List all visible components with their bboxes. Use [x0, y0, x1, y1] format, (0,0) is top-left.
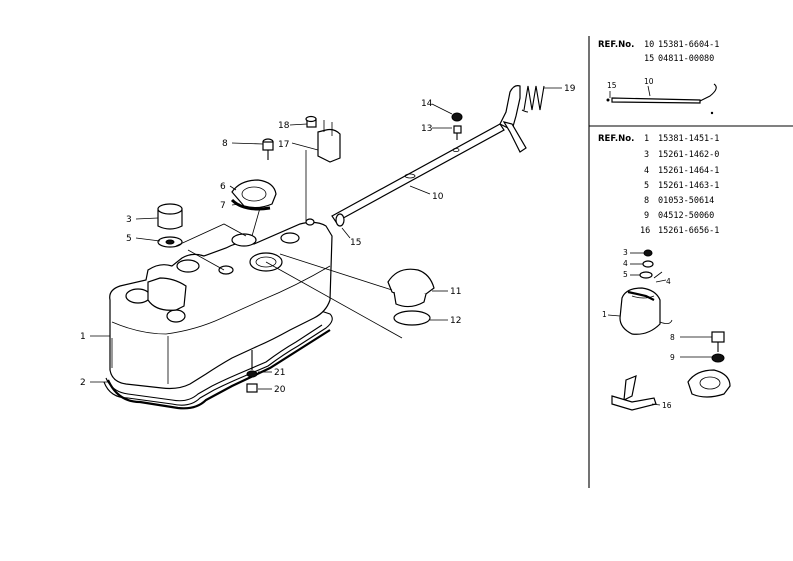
- callout-3: 3: [126, 215, 132, 225]
- callout-14: 14: [421, 99, 433, 109]
- callout-5: 5: [126, 234, 132, 244]
- callout-1: 1: [80, 332, 86, 342]
- spring-part-19: [521, 85, 545, 113]
- oring-part-15: [335, 213, 345, 227]
- ref-table-bottom: REF.No. 1 15381-1451-1 3 15261-1462-0 4 …: [598, 134, 731, 411]
- washer-part-5: [157, 236, 183, 248]
- ref-header-bottom: REF.No.: [598, 134, 634, 144]
- callout-8: 8: [222, 139, 228, 149]
- ref-bot-row-4-ref: 5: [644, 181, 649, 191]
- washer-part-21: [246, 370, 258, 378]
- ref-bot-row-3-ref: 4: [644, 166, 649, 176]
- bolt-part-20: [246, 350, 258, 393]
- cover-plate-6: [230, 179, 277, 211]
- oring-part-12: [393, 310, 431, 326]
- ref-bot-row-7-ref: 16: [640, 226, 650, 236]
- ref-bot-row-2-part: 15261-1462-0: [658, 150, 719, 160]
- ref-header-top: REF.No.: [598, 40, 634, 50]
- bolt-part-18: [305, 115, 317, 128]
- bolt-part-8: [262, 138, 274, 160]
- inset-label-10: 10: [644, 77, 654, 86]
- ref-top-row-1-ref: 10: [644, 40, 654, 50]
- callout-11: 11: [450, 287, 461, 297]
- callout-13: 13: [421, 124, 432, 134]
- ref-bot-row-3-part: 15261-1464-1: [658, 166, 719, 176]
- callout-20: 20: [274, 385, 286, 395]
- ref-bot-row-4-part: 15261-1463-1: [658, 181, 719, 191]
- ref-bot-row-5-part: 01053-50614: [658, 196, 714, 206]
- inset-label-4: 4: [623, 259, 628, 268]
- ref-bot-row-1-part: 15381-1451-1: [658, 134, 719, 144]
- callout-21: 21: [274, 368, 285, 378]
- filler-cap-part-11: [387, 268, 435, 308]
- ref-top-row-2-ref: 15: [644, 54, 654, 64]
- callout-6: 6: [220, 182, 226, 192]
- callout-7: 7: [220, 201, 226, 211]
- callout-labels: 1 2 3 5 6 7 8 10 11 12 13 14 15 17 18 19…: [80, 84, 576, 395]
- inset-label-16: 16: [662, 401, 672, 410]
- inset-label-15: 15: [607, 81, 617, 90]
- callout-19: 19: [564, 84, 576, 94]
- inset-rod: 15 10: [606, 77, 717, 115]
- head-cover: [103, 221, 333, 410]
- ref-bot-row-2-ref: 3: [644, 150, 649, 160]
- inset-label-9: 9: [670, 353, 675, 362]
- washer-part-13: [453, 125, 462, 140]
- inset-label-8: 8: [670, 333, 675, 342]
- leader-lines: [90, 87, 562, 390]
- callout-18: 18: [278, 121, 290, 131]
- nut-part-14: [451, 112, 463, 122]
- bracket-part-17: [317, 120, 341, 163]
- ref-table-top: REF.No. 10 15381-6604-1 15 04811-00080 1…: [598, 40, 719, 115]
- ref-bot-row-6-ref: 9: [644, 211, 649, 221]
- ref-bot-row-1-ref: 1: [644, 134, 649, 144]
- cap-part-3: [157, 203, 183, 230]
- callout-10: 10: [432, 192, 444, 202]
- ref-bot-row-6-part: 04512-50060: [658, 211, 714, 221]
- rod-part-10: [331, 85, 527, 223]
- callout-12: 12: [450, 316, 461, 326]
- inset-label-5: 5: [623, 270, 628, 279]
- ref-top-row-2-part: 04811-00080: [658, 54, 714, 64]
- ref-top-row-1-part: 15381-6604-1: [658, 40, 719, 50]
- ref-bot-row-5-ref: 8: [644, 196, 649, 206]
- inset-label-3: 3: [623, 248, 628, 257]
- inset-breather: 3 4 5 4 1 8 9 16: [602, 248, 731, 411]
- inset-label-1: 1: [602, 310, 607, 319]
- ref-bot-row-7-part: 15261-6656-1: [658, 226, 719, 236]
- inset-label-4b: 4: [666, 277, 671, 286]
- callout-15: 15: [350, 238, 361, 248]
- callout-2: 2: [80, 378, 86, 388]
- callout-17: 17: [278, 140, 289, 150]
